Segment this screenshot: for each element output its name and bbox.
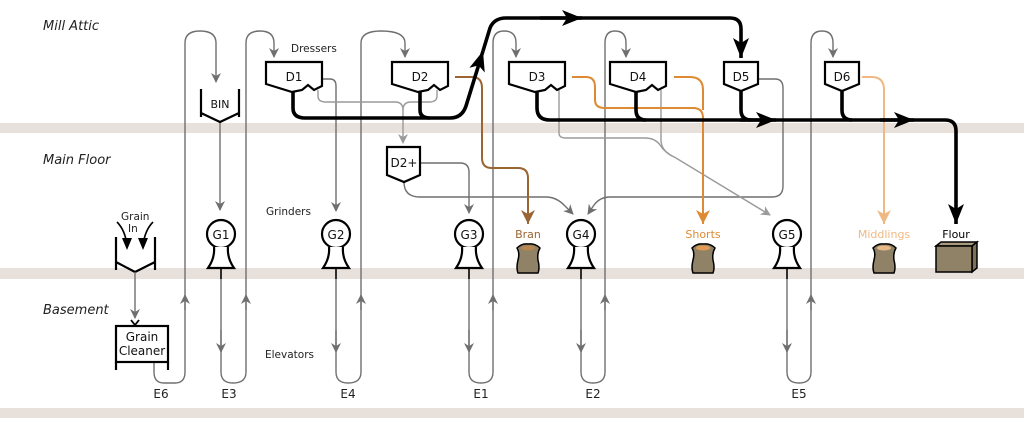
elevator-label-e2: E2 (585, 387, 600, 401)
dressers-label: Dressers (291, 43, 337, 55)
elevator-e6-path (153, 30, 221, 384)
flow-d4-to-g5 (660, 90, 673, 157)
floor-band-attic (0, 123, 1024, 133)
dresser-d5-label: D5 (733, 70, 750, 84)
dresser-d4-label: D4 (630, 70, 647, 84)
grain-in-label-line1: Grain (121, 211, 149, 223)
flow-flour-d6-join (840, 91, 853, 122)
floor-band-basement (0, 408, 1024, 418)
dresser-d5: D5 (722, 60, 760, 93)
output-label-shorts: Shorts (685, 228, 721, 241)
flow-flour-d2-join (418, 91, 431, 120)
flow-d3-to-shorts (572, 76, 710, 224)
grain-in-label-line2: In (128, 223, 138, 235)
flow-flour-d4-join (634, 91, 647, 122)
elevator-e1-path (468, 30, 521, 384)
sack-shorts (691, 243, 716, 274)
grinder-g3-label: G3 (461, 228, 478, 242)
elevator-e5-path (786, 30, 838, 384)
elevator-label-e4: E4 (340, 387, 355, 401)
sack-bran (516, 243, 541, 274)
flow-d4-to-shorts (674, 76, 704, 110)
grain-cleaner-label-line2: Cleaner (119, 344, 165, 358)
grinder-g1: G1 (205, 218, 237, 279)
bin-label: BIN (210, 98, 229, 111)
dresser-d4: D4 (608, 60, 668, 94)
flow-flour-main-line (535, 91, 964, 224)
flow-d1-to-d2plus (317, 90, 408, 144)
grinder-g5: G5 (771, 218, 803, 279)
output-label-bran: Bran (515, 228, 541, 241)
sack-middlings (872, 243, 897, 274)
dresser-d2plus: D2+ (385, 145, 422, 184)
dresser-d1-label: D1 (286, 70, 303, 84)
flow-d6-to-middlings (862, 76, 891, 224)
elevator-e2-path (580, 30, 631, 384)
grain-cleaner-label-line1: Grain (126, 330, 159, 344)
elevator-label-e5: E5 (791, 387, 806, 401)
floor-label-attic: Mill Attic (43, 19, 99, 34)
flow-flour-d1-d2-collector (291, 50, 485, 120)
output-label-flour: Flour (942, 228, 970, 241)
dresser-d6-label: D6 (834, 70, 851, 84)
elevator-label-e3: E3 (221, 387, 236, 401)
dresser-d2plus-label: D2+ (391, 156, 418, 170)
grinder-g2: G2 (320, 218, 352, 279)
dresser-d3-label: D3 (529, 70, 546, 84)
grinder-g4-label: G4 (573, 228, 590, 242)
floor-label-main: Main Floor (43, 153, 112, 168)
elevators-label: Elevators (265, 349, 314, 361)
elevator-label-e1: E1 (473, 387, 488, 401)
floor-label-basement: Basement (43, 303, 110, 318)
flow-d2-to-bran (455, 76, 535, 224)
flow-d1-to-g2 (322, 78, 341, 212)
flow-flour-d5-join (739, 91, 752, 122)
dresser-d6: D6 (823, 60, 861, 93)
flow-d5-to-g4 (587, 78, 784, 215)
dresser-d2: D2 (390, 60, 450, 94)
dresser-d1: D1 (264, 60, 324, 94)
dresser-d3: D3 (507, 60, 567, 94)
grinder-g3: G3 (453, 218, 485, 279)
flow-flour-top-to-d5 (481, 16, 749, 58)
floor-band-main (0, 268, 1024, 279)
grinder-g1-label: G1 (213, 228, 230, 242)
bin: BIN (199, 89, 241, 124)
flour-box (933, 240, 980, 274)
dresser-d2-label: D2 (412, 70, 429, 84)
grinder-g2-label: G2 (328, 228, 345, 242)
flow-d2plus-to-g3 (420, 162, 474, 214)
elevator-e4-path (335, 30, 410, 384)
elevator-e3-path (220, 30, 279, 384)
grain-in-hopper: Grain In (114, 211, 157, 274)
elevator-label-e6: E6 (153, 387, 168, 401)
flow-d2plus-to-g4 (403, 181, 574, 215)
grinders-label: Grinders (266, 206, 311, 218)
grain-cleaner: Grain Cleaner (114, 319, 170, 370)
flow-d2-to-d2plus (402, 90, 438, 111)
grinder-g4: G4 (565, 218, 597, 279)
grinder-g5-label: G5 (779, 228, 796, 242)
output-label-middlings: Middlings (858, 228, 911, 241)
